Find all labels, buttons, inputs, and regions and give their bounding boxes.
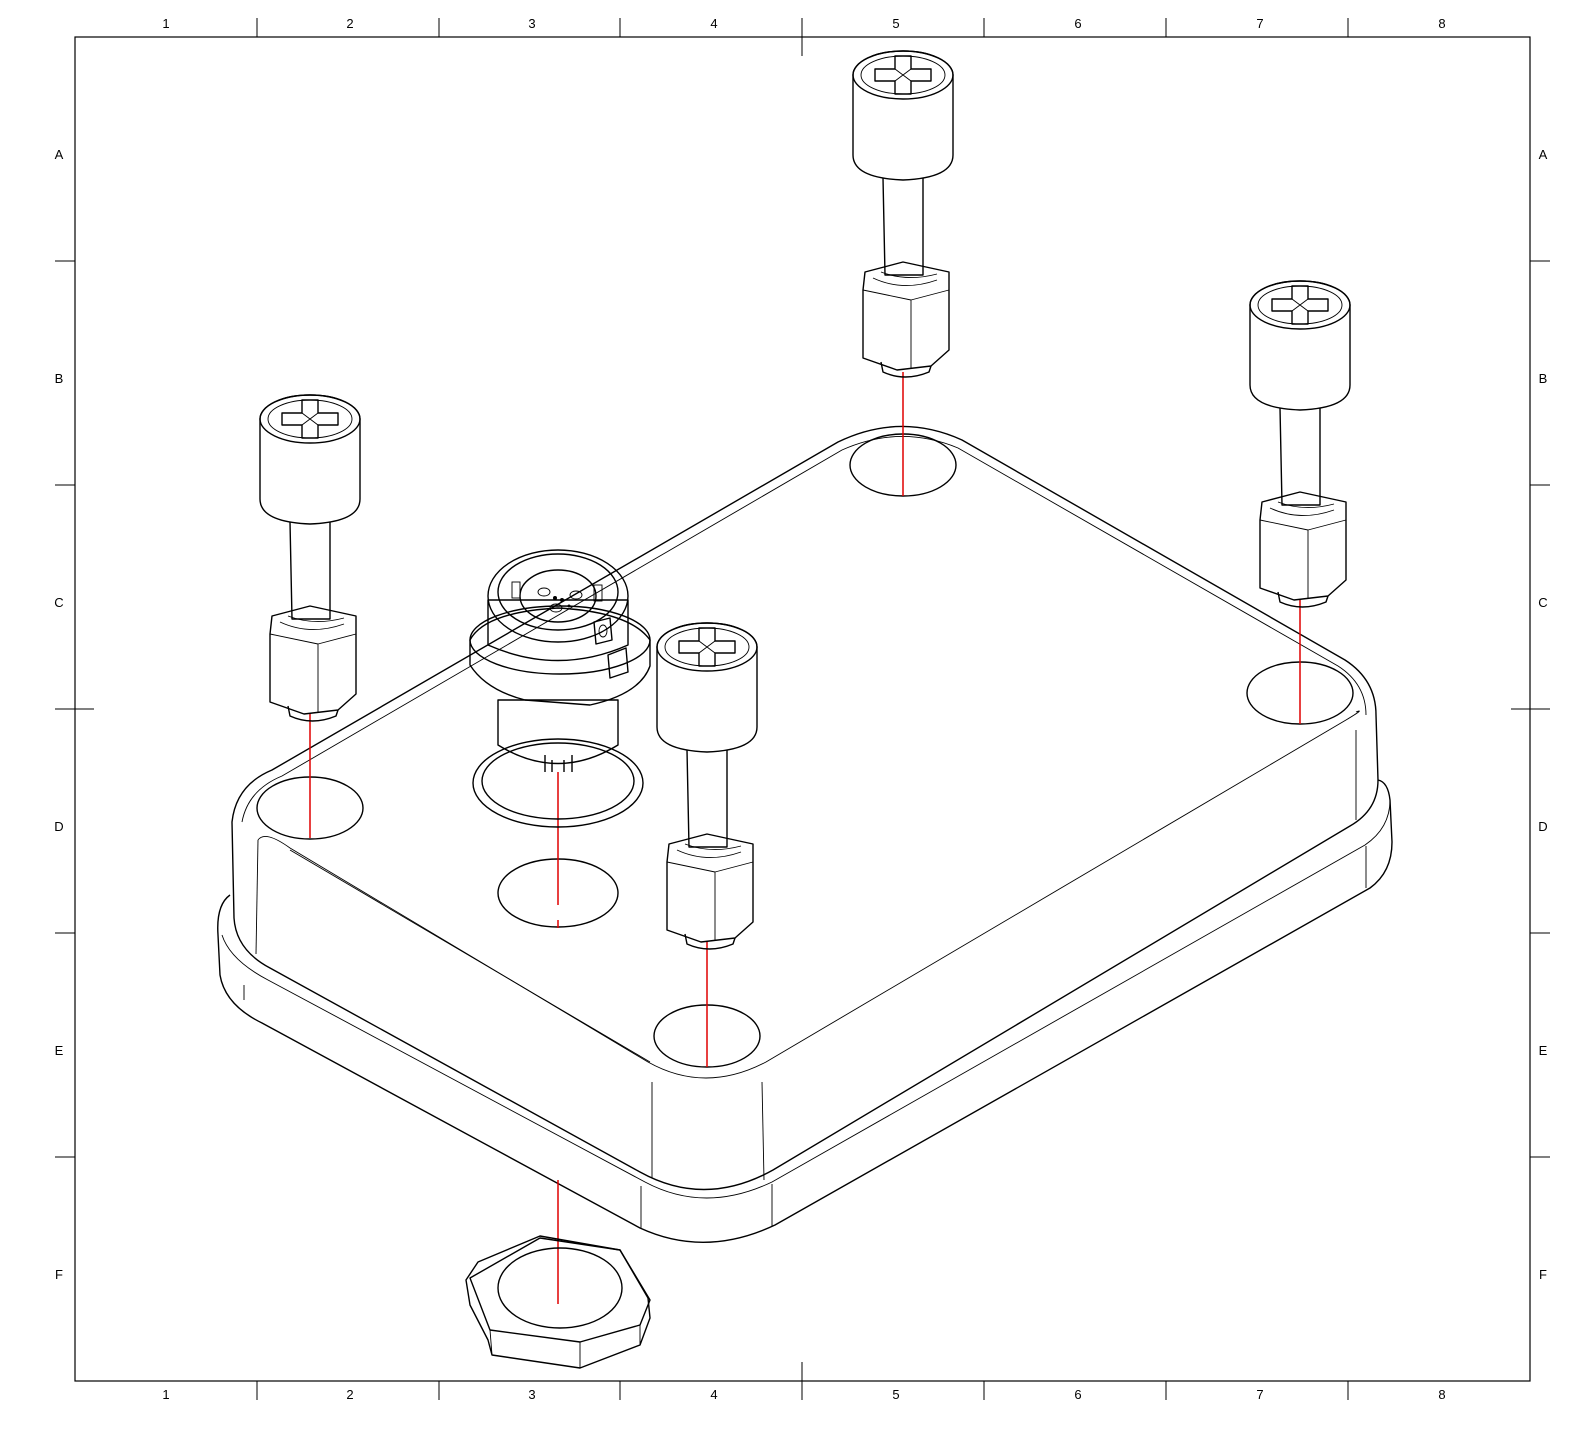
zone-row-c-right: C	[1538, 595, 1547, 610]
column-ticks	[256, 18, 1349, 1400]
zone-row-a-right: A	[1539, 147, 1548, 162]
zone-row-e-right: E	[1539, 1043, 1548, 1058]
column-zone-labels-top: 1 2 3 4 5 6 7 8	[162, 16, 1445, 31]
zone-col-1-top: 1	[162, 16, 169, 31]
lid-top-inner-edge	[241, 436, 1367, 823]
enclosure-lid	[217, 425, 1393, 1243]
zone-row-f-right: F	[1539, 1267, 1547, 1282]
screw-left	[259, 394, 361, 722]
assembly-axis-lines	[309, 372, 1301, 1304]
row-zone-labels-right: A B C D E F	[1538, 147, 1547, 1282]
zone-row-b-right: B	[1539, 371, 1548, 386]
lid-flange-outline	[217, 779, 1393, 1243]
zone-col-3-bottom: 3	[528, 1387, 535, 1402]
drawing-border	[74, 36, 1531, 1382]
zone-col-2-top: 2	[346, 16, 353, 31]
zone-row-f-left: F	[55, 1267, 63, 1282]
zone-col-1-bottom: 1	[162, 1387, 169, 1402]
zone-col-2-bottom: 2	[346, 1387, 353, 1402]
zone-row-b-left: B	[55, 371, 64, 386]
zone-col-8-bottom: 8	[1438, 1387, 1445, 1402]
panel-connector	[469, 549, 651, 772]
screw-front	[656, 622, 758, 950]
sealing-washer	[472, 738, 644, 828]
screw-top	[852, 50, 954, 378]
zone-col-6-top: 6	[1074, 16, 1081, 31]
zone-col-7-bottom: 7	[1256, 1387, 1263, 1402]
hex-nut	[465, 1235, 651, 1369]
lid-flange-inner	[221, 799, 1391, 1199]
zone-col-7-top: 7	[1256, 16, 1263, 31]
zone-col-4-bottom: 4	[710, 1387, 717, 1402]
row-zone-labels-left: A B C D E F	[54, 147, 63, 1282]
zone-col-6-bottom: 6	[1074, 1387, 1081, 1402]
zone-row-a-left: A	[55, 147, 64, 162]
screw-right	[1249, 280, 1351, 608]
zone-col-4-top: 4	[710, 16, 717, 31]
lid-top-outline	[231, 425, 1379, 1191]
zone-row-d-left: D	[54, 819, 63, 834]
row-ticks	[55, 260, 1550, 1158]
zone-row-c-left: C	[54, 595, 63, 610]
zone-col-5-top: 5	[892, 16, 899, 31]
zone-col-8-top: 8	[1438, 16, 1445, 31]
zone-col-3-top: 3	[528, 16, 535, 31]
zone-row-e-left: E	[55, 1043, 64, 1058]
zone-row-d-right: D	[1538, 819, 1547, 834]
column-zone-labels-bottom: 1 2 3 4 5 6 7 8	[162, 1387, 1445, 1402]
zone-col-5-bottom: 5	[892, 1387, 899, 1402]
